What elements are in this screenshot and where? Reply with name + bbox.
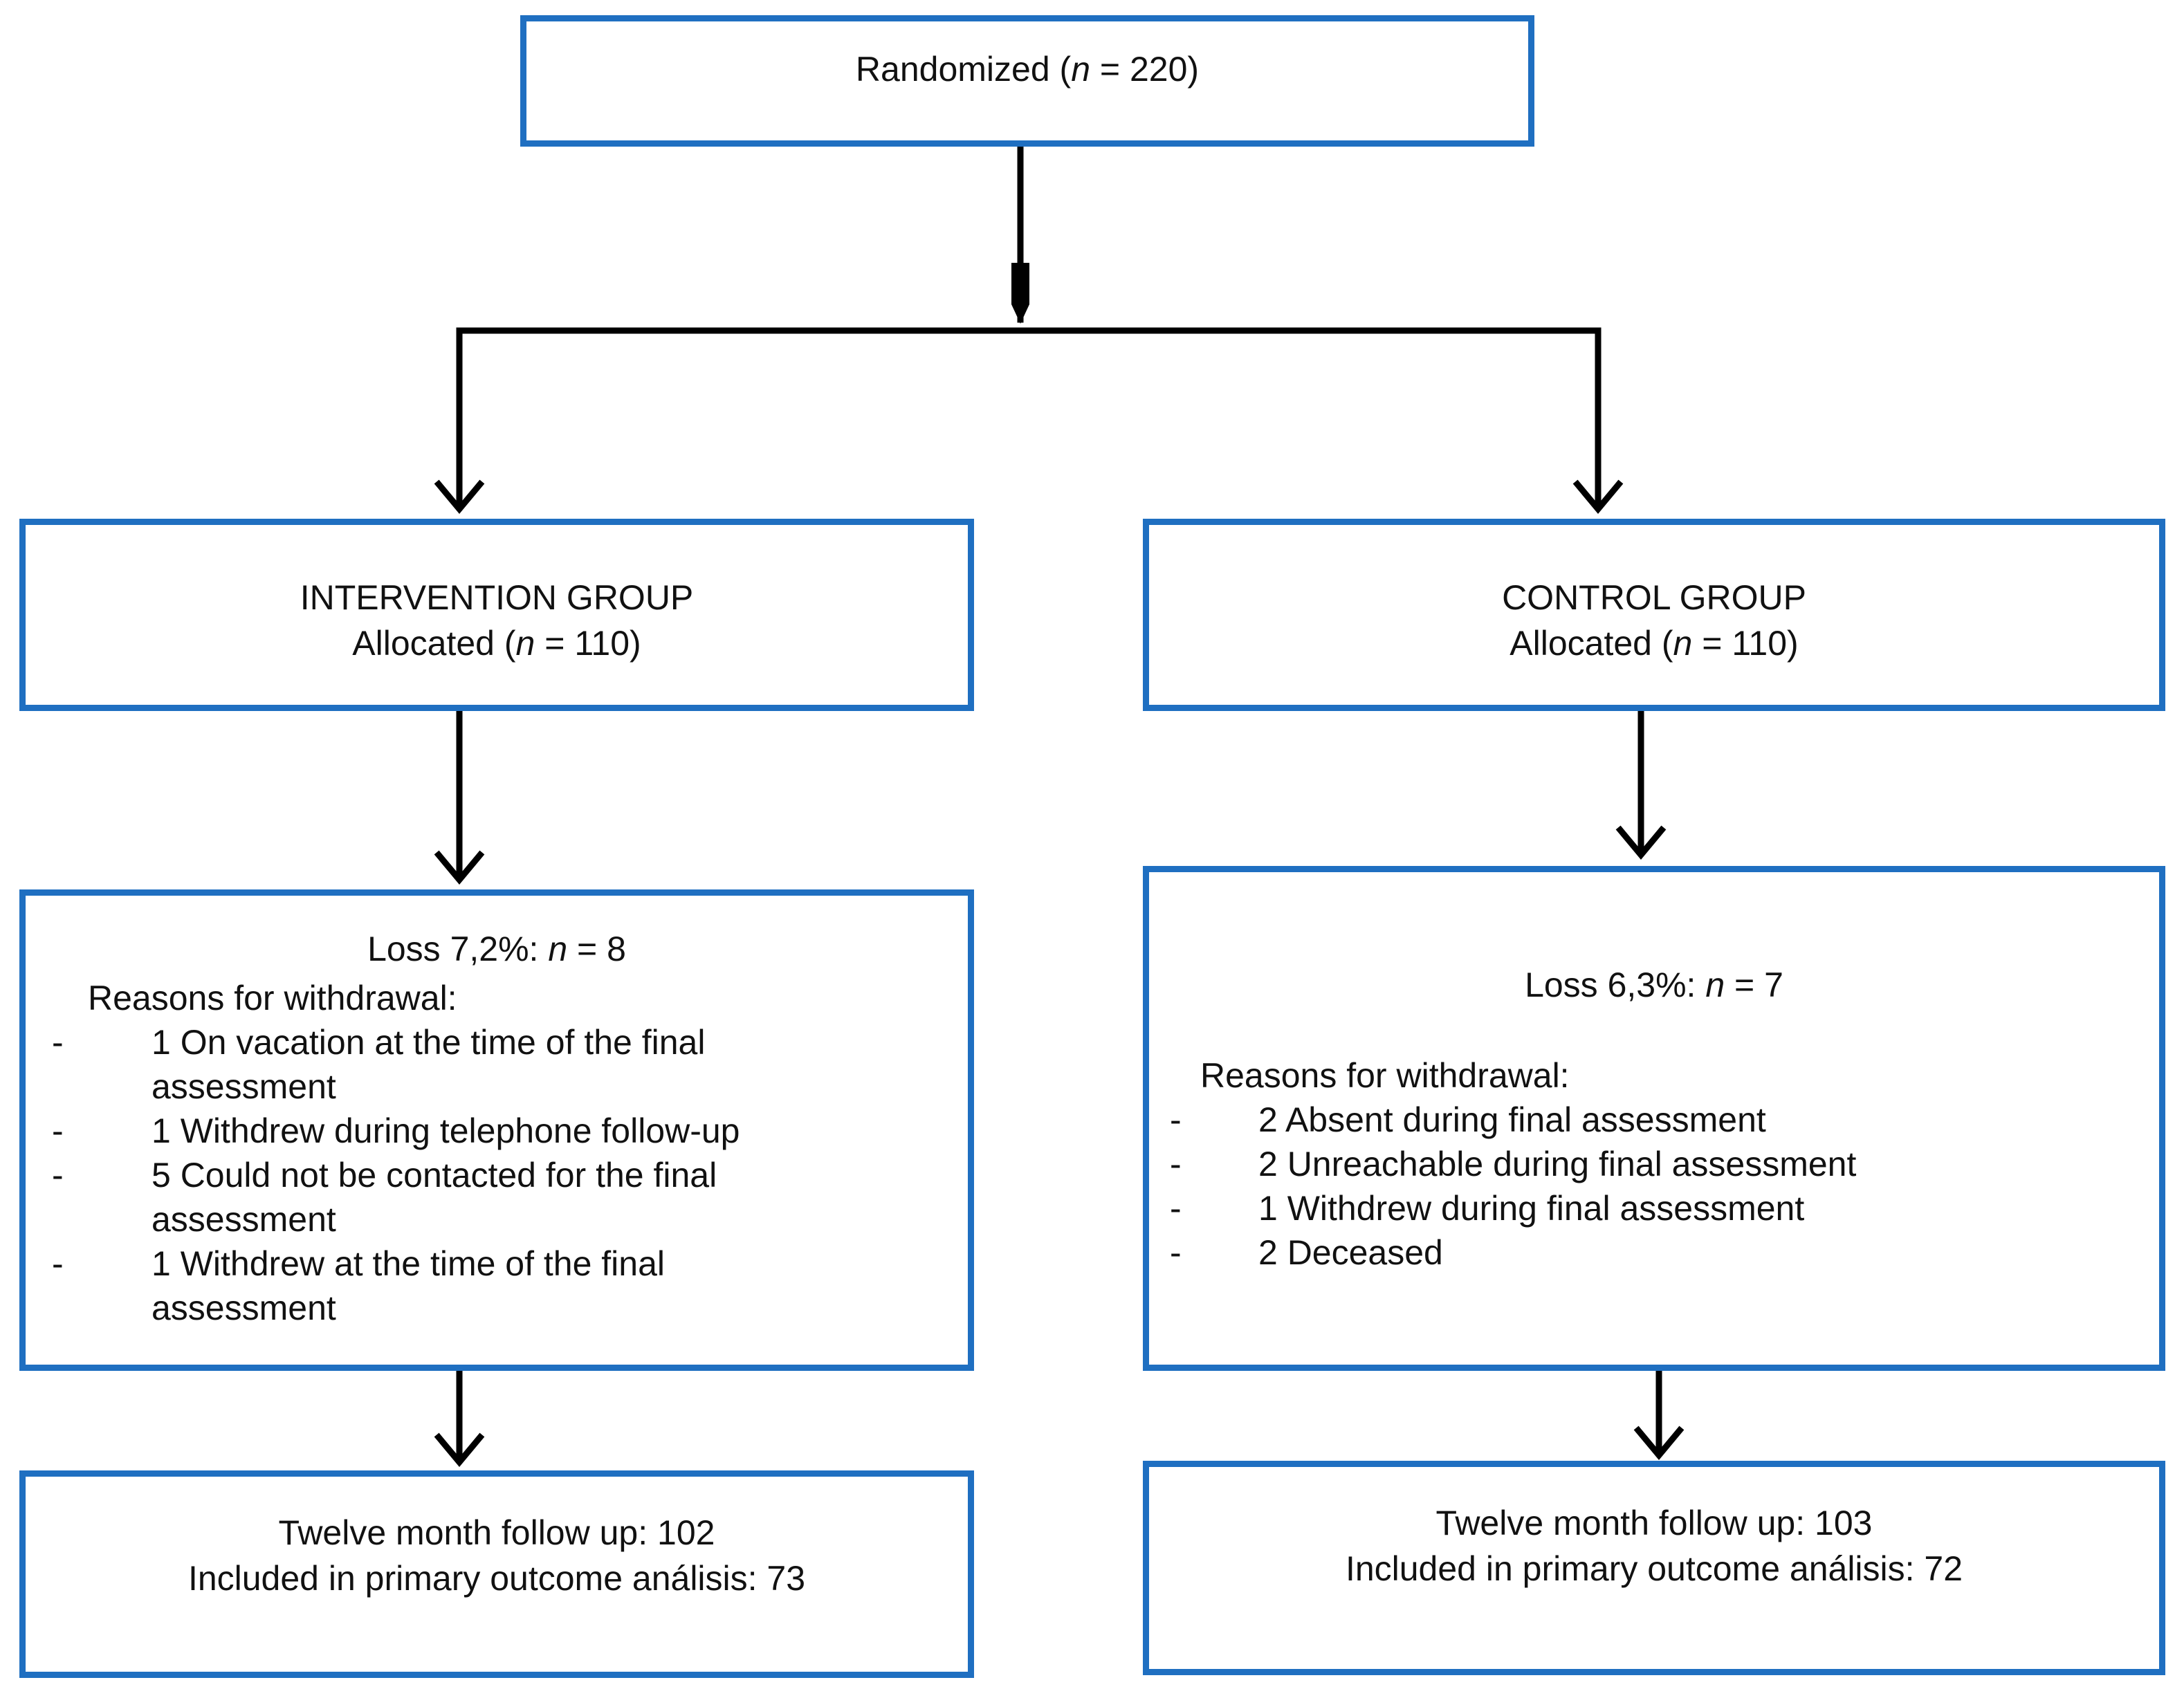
arrowhead-control-loss-to-followup [1633,1425,1685,1461]
bullet-dash: - [1170,1189,1182,1228]
control-followup: Twelve month follow up: 103 [1435,1504,1873,1542]
control-reason-item: - 2 Unreachable during final assessment [1170,1142,2138,1186]
randomized-value: = 220) [1090,50,1200,89]
arrowhead-randomized-down [1011,263,1029,324]
bullet-dash: - [1170,1145,1182,1183]
control-loss-n-symbol: n [1705,966,1725,1004]
control-reason-item: - 2 Deceased [1170,1230,2138,1275]
control-reason-text: 2 Deceased [1258,1233,1443,1272]
intervention-allocated-label: Allocated ( [352,624,516,663]
control-reason-text: 1 Withdrew during final assessment [1258,1189,1805,1228]
bullet-dash: - [1170,1233,1182,1272]
control-loss-line: Loss 6,3%: n = 7 [1149,962,2159,1008]
intervention-reason-text-cont: assessment [152,1200,336,1239]
control-included: Included in primary outcome análisis: 72 [1345,1549,1963,1588]
control-group-title: CONTROL GROUP [1502,578,1806,617]
intervention-reason-item: - 1 Withdrew at the time of the final as… [52,1242,951,1330]
control-allocated-value: = 110) [1692,624,1799,663]
intervention-loss-n-symbol: n [548,930,568,968]
intervention-reasons-heading: Reasons for withdrawal: [88,979,457,1017]
bullet-dash: - [52,1111,64,1150]
intervention-reason-text: 1 Withdrew during telephone follow-up [152,1111,740,1150]
intervention-group-box: INTERVENTION GROUP Allocated (n = 110) [19,519,974,711]
control-reason-text: 2 Absent during final assessment [1258,1100,1766,1139]
intervention-followup: Twelve month follow up: 102 [278,1513,715,1552]
arrowhead-control-to-loss [1615,825,1667,860]
control-loss-box: Loss 6,3%: n = 7 Reasons for withdrawal:… [1143,866,2165,1371]
intervention-allocated-value: = 110) [535,624,641,663]
intervention-reason-item: - 5 Could not be contacted for the final… [52,1153,951,1242]
control-reasons-heading: Reasons for withdrawal: [1200,1056,1570,1095]
arrowhead-to-control [1572,479,1624,515]
intervention-reason-text-cont: assessment [152,1067,336,1106]
control-loss-label: Loss 6,3%: [1525,966,1706,1004]
intervention-reason-text: 5 Could not be contacted for the final [152,1156,717,1194]
control-loss-value: = 7 [1725,966,1783,1004]
control-allocated: Allocated (n = 110) [1149,620,2159,666]
intervention-loss-value: = 8 [567,930,626,968]
intervention-allocated-n-symbol: n [515,624,535,663]
control-reasons: Reasons for withdrawal: - 2 Absent durin… [1170,1053,2138,1275]
intervention-reason-item: - 1 On vacation at the time of the final… [52,1020,951,1109]
control-followup-box: Twelve month follow up: 103 Included in … [1143,1461,2165,1675]
bullet-dash: - [1170,1100,1182,1139]
intervention-loss-label: Loss 7,2%: [367,930,549,968]
intervention-reason-text-cont: assessment [152,1289,336,1327]
intervention-followup-box: Twelve month follow up: 102 Included in … [19,1470,974,1678]
intervention-included: Included in primary outcome análisis: 73 [187,1559,806,1598]
randomized-box: Randomized (n = 220) [520,15,1534,147]
intervention-group-title: INTERVENTION GROUP [300,578,694,617]
control-reason-item: - 1 Withdrew during final assessment [1170,1186,2138,1230]
control-allocated-n-symbol: n [1673,624,1693,663]
arrowhead-intervention-loss-to-followup [434,1432,485,1468]
intervention-reasons: Reasons for withdrawal: - 1 On vacation … [52,976,951,1330]
control-allocated-label: Allocated ( [1509,624,1673,663]
control-reason-item: - 2 Absent during final assessment [1170,1098,2138,1142]
arrowhead-to-intervention [434,479,485,515]
intervention-reason-text: 1 Withdrew at the time of the final [152,1244,666,1283]
intervention-reason-text: 1 On vacation at the time of the final [152,1023,706,1062]
bullet-dash: - [52,1156,64,1194]
randomized-label: Randomized ( [855,50,1072,89]
intervention-loss-line: Loss 7,2%: n = 8 [26,926,968,972]
intervention-loss-box: Loss 7,2%: n = 8 Reasons for withdrawal:… [19,889,974,1371]
arrowhead-intervention-to-loss [434,850,485,885]
bullet-dash: - [52,1244,64,1283]
bullet-dash: - [52,1023,64,1062]
control-group-box: CONTROL GROUP Allocated (n = 110) [1143,519,2165,711]
control-reason-text: 2 Unreachable during final assessment [1258,1145,1857,1183]
intervention-allocated: Allocated (n = 110) [26,620,968,666]
intervention-reason-item: - 1 Withdrew during telephone follow-up [52,1109,951,1153]
randomized-n-symbol: n [1071,50,1090,89]
